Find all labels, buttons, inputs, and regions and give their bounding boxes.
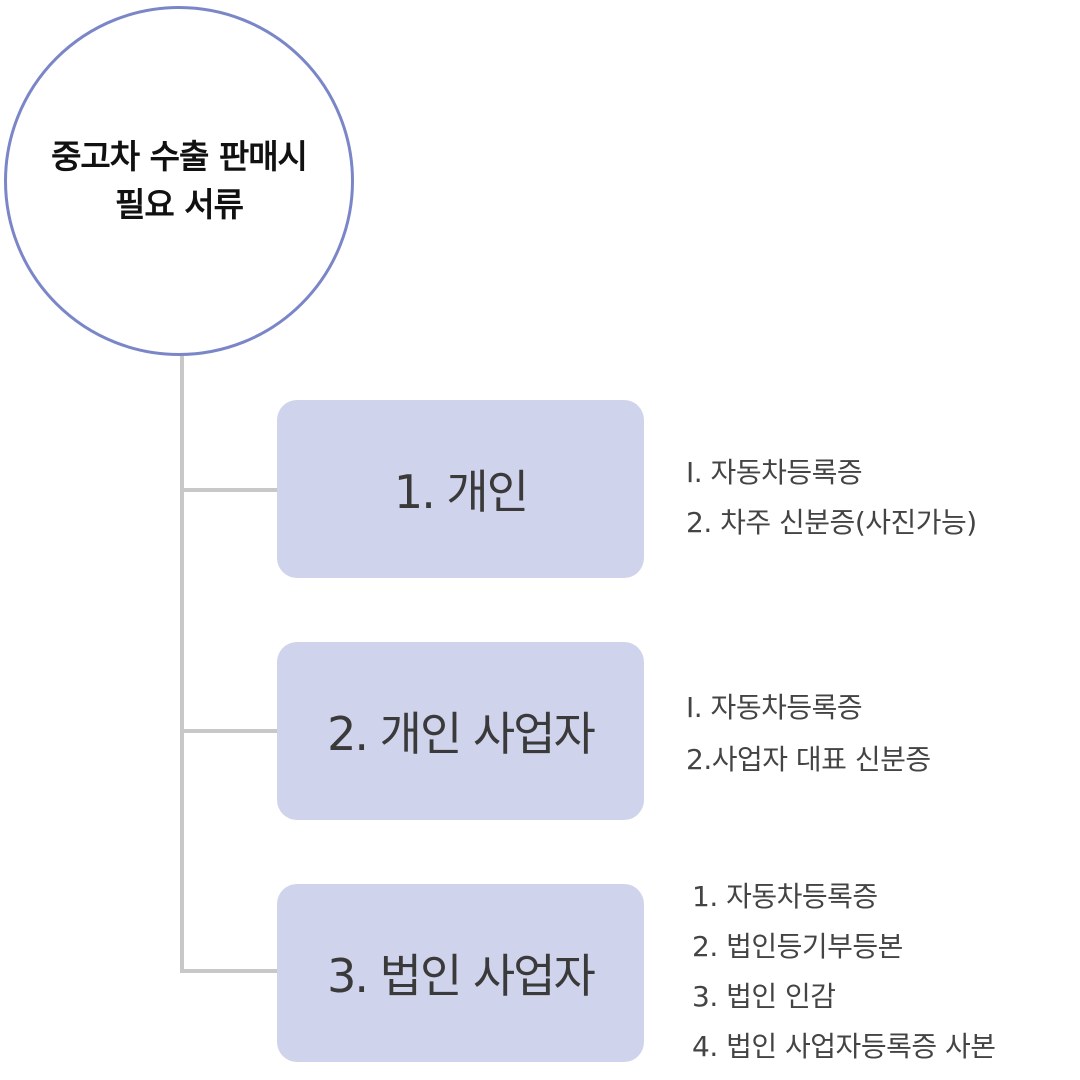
category-sole-proprietor: 2. 개인 사업자 — [277, 642, 644, 820]
document-item: I. 자동차등록증 — [686, 691, 863, 724]
root-title-line-2: 필요 서류 — [115, 185, 244, 224]
root-node: 중고차 수출 판매시 필요 서류 — [4, 6, 354, 356]
document-item: I. 자동차등록증 — [686, 456, 863, 489]
category-label: 2. 개인 사업자 — [327, 707, 596, 761]
category-individual: 1. 개인 — [277, 400, 644, 578]
root-title-line-1: 중고차 수출 판매시 — [51, 137, 308, 176]
document-list-individual: I. 자동차등록증 2. 차주 신분증(사진가능) — [686, 448, 977, 548]
category-corporation: 3. 법인 사업자 — [277, 884, 644, 1062]
document-item: 2. 차주 신분증(사진가능) — [686, 506, 977, 539]
document-item: 3. 법인 인감 — [692, 980, 836, 1013]
document-item: 4. 법인 사업자등록증 사본 — [692, 1030, 996, 1063]
document-item: 1. 자동차등록증 — [692, 880, 878, 913]
document-item: 2. 법인등기부등본 — [692, 930, 903, 963]
document-list-corporation: 1. 자동차등록증 2. 법인등기부등본 3. 법인 인감 4. 법인 사업자등… — [692, 872, 996, 1072]
category-label: 3. 법인 사업자 — [327, 949, 596, 1003]
category-label: 1. 개인 — [393, 465, 529, 519]
document-list-sole-proprietor: I. 자동차등록증 2.사업자 대표 신분증 — [686, 682, 931, 786]
document-item: 2.사업자 대표 신분증 — [686, 743, 931, 776]
